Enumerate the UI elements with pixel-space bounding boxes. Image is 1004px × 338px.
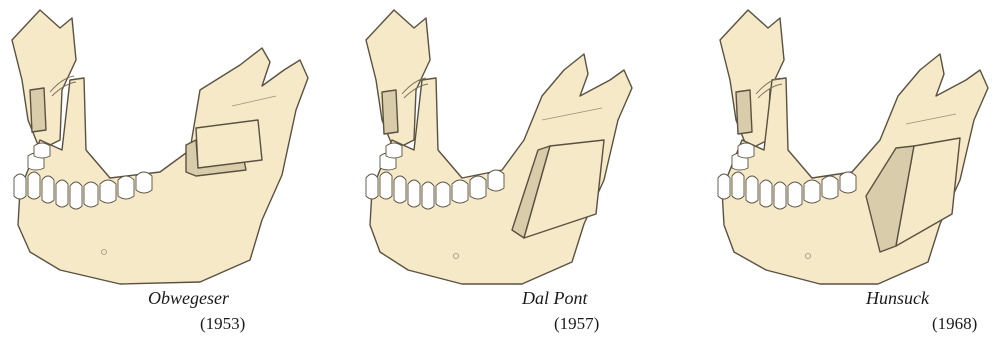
technique-year: (1957) (554, 314, 599, 334)
technique-year: (1953) (200, 314, 245, 334)
technique-year: (1968) (932, 314, 977, 334)
mandible-illustration (352, 0, 686, 338)
technique-name: Hunsuck (866, 288, 929, 309)
figure-hunsuck: Hunsuck (1968) (670, 0, 1004, 338)
technique-name: Dal Pont (522, 288, 588, 309)
figure-obwegeser: Obwegeser (1953) (0, 0, 334, 338)
technique-name: Obwegeser (148, 288, 229, 309)
figure-dal-pont: Dal Pont (1957) (352, 0, 686, 338)
mandible-illustration (670, 0, 1004, 338)
